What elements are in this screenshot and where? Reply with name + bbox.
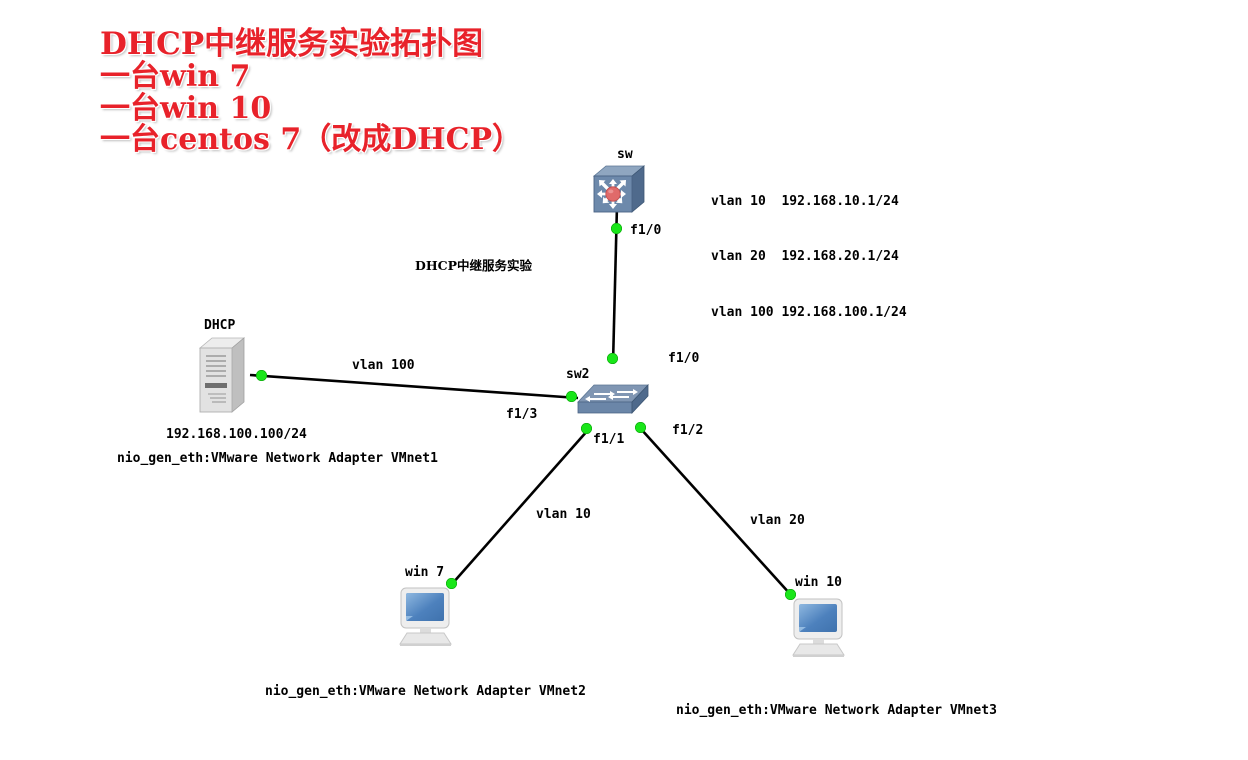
pc-win7-icon[interactable] [393,586,459,648]
server-icon[interactable] [198,336,250,414]
pc-win10-adapter-label: nio_gen_eth:VMware Network Adapter VMnet… [676,703,997,718]
switch-icon[interactable] [576,380,650,424]
interface-label-switch-f1-1: f1/1 [593,432,625,447]
pc-win7-adapter-label: nio_gen_eth:VMware Network Adapter VMnet… [265,684,586,699]
title-line-1: DHCP中继服务实验拓扑图 [100,26,484,62]
vlan-row: vlan 10 192.168.10.1/24 [711,193,899,209]
pc-win7-label: win 7 [405,565,445,580]
vlan-address-table: vlan 10 192.168.10.1/24 vlan 20 192.168.… [711,156,907,359]
interface-label-switch-f1-0: f1/0 [668,351,700,366]
link-label-vlan20: vlan 20 [750,513,805,528]
interface-label-switch-f1-2: f1/2 [672,423,704,438]
interface-dot-router-f1-0[interactable] [611,223,622,234]
link-label-vlan10: vlan 10 [536,507,591,522]
interface-label-router-f1-0: f1/0 [630,223,662,238]
interface-dot-switch-f1-0[interactable] [607,353,618,364]
title-line-3: 一台win 10 [100,90,272,126]
pc-win10-label: win 10 [795,575,842,590]
interface-dot-win7[interactable] [446,578,457,589]
interface-dot-switch-f1-1[interactable] [581,423,592,434]
interface-dot-switch-f1-2[interactable] [635,422,646,433]
title-line-2: 一台win 7 [100,58,251,94]
pc-win10-icon[interactable] [786,597,852,659]
vlan-row: vlan 100 192.168.100.1/24 [711,304,907,320]
link-label-vlan100: vlan 100 [352,358,415,373]
interface-label-switch-f1-3: f1/3 [506,407,538,422]
interface-dot-win10[interactable] [785,589,796,600]
server-label: DHCP [204,318,236,333]
server-ip-label: 192.168.100.100/24 [166,427,307,442]
interface-dot-switch-f1-3[interactable] [566,391,577,402]
diagram-title: DHCP中继服务实验拓扑图 一台win 7 一台win 10 一台centos … [100,28,522,156]
interface-dot-server[interactable] [256,370,267,381]
router-icon[interactable] [590,164,646,216]
server-adapter-label: nio_gen_eth:VMware Network Adapter VMnet… [117,451,438,466]
link-server-switch [249,373,579,400]
router-label: sw [617,147,633,162]
center-note: DHCP中继服务实验 [415,258,532,273]
switch-label: sw2 [566,367,590,382]
title-line-4: 一台centos 7（改成DHCP） [100,122,523,158]
link-switch-win10 [640,428,792,596]
vlan-row: vlan 20 192.168.20.1/24 [711,249,899,265]
